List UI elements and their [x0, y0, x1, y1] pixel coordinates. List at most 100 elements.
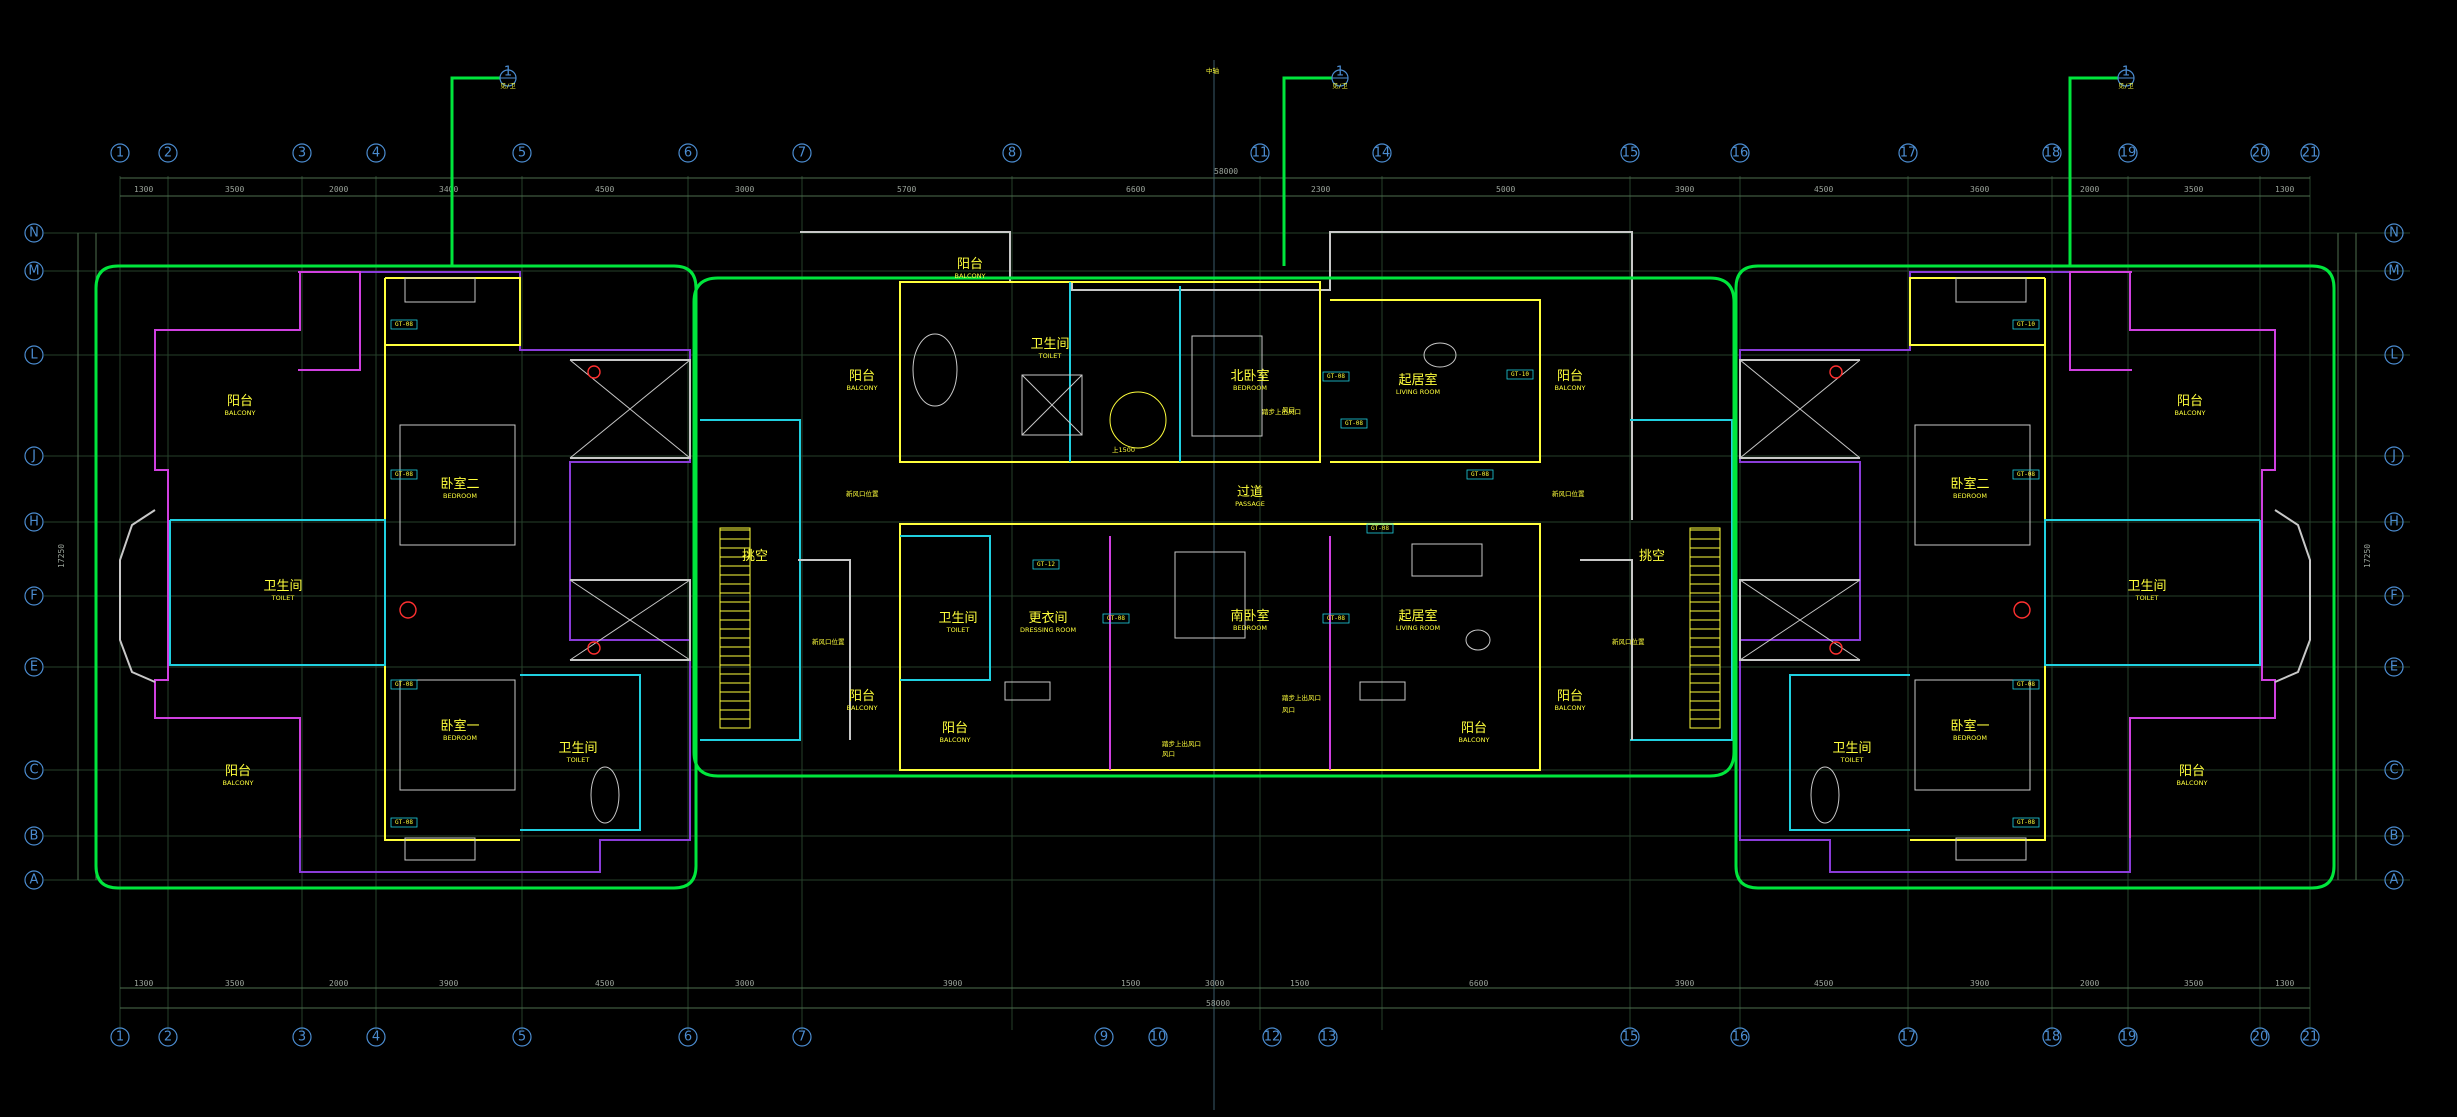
- callout-leader: [450, 76, 500, 266]
- tag-box: [1466, 469, 1494, 480]
- note-label: 风口: [1282, 406, 1295, 414]
- note-label: 新风口位置: [812, 637, 845, 646]
- desk: [404, 837, 476, 861]
- tag-label: GT-08: [395, 819, 413, 826]
- tag-box: [1366, 523, 1394, 534]
- grid-bubble-right: E: [2390, 660, 2398, 675]
- grid-bubble-top: 14: [1374, 146, 1391, 161]
- tag-label: GT-08: [395, 471, 413, 478]
- room-label-en: LIVING ROOM: [1396, 624, 1440, 632]
- callout-ref: 见/卫: [1332, 83, 1348, 90]
- note-label: 踏步上出风口: [1282, 693, 1321, 702]
- room-label-en: BALCONY: [222, 779, 253, 787]
- dimension-label: 3500: [225, 185, 244, 194]
- room-label: 卫生间: [558, 741, 597, 756]
- grid-bubble-top-circle: [512, 143, 532, 163]
- grid-bubble-top-circle: [2118, 143, 2138, 163]
- grid-bubble-top-circle: [110, 143, 130, 163]
- bathroom-2-wall: [520, 674, 641, 831]
- room-label-en: BEDROOM: [443, 492, 477, 500]
- grid-bubble-top-circle: [1898, 143, 1918, 163]
- dimension-label: 2000: [329, 979, 348, 988]
- grid-bubble-bottom: 2: [164, 1030, 172, 1045]
- room-label-en: BEDROOM: [1953, 734, 1987, 742]
- dimension-label: 1300: [2275, 979, 2294, 988]
- dimension-label: 3900: [439, 979, 458, 988]
- zone-outline-left: [94, 264, 698, 890]
- bathtub: [1810, 766, 1840, 824]
- grid-bubble-bottom-circle: [2300, 1027, 2320, 1047]
- grid-bubble-bottom-circle: [792, 1027, 812, 1047]
- spiral-stair: [1109, 391, 1167, 449]
- corridor-wall: [1910, 345, 2046, 841]
- dimension-label: 6600: [1469, 979, 1488, 988]
- shaft-cross: [1739, 359, 1861, 459]
- dimension-label: 3900: [943, 979, 962, 988]
- callout-ref: 见/卫: [2118, 83, 2134, 90]
- room-label-en: BALCONY: [939, 736, 970, 744]
- grid-bubble-top: 1: [116, 146, 124, 161]
- chair: [1465, 629, 1491, 651]
- callout-number: 1: [1336, 65, 1344, 80]
- south-rooms-wall: [899, 523, 1541, 771]
- north-balcony-outline: [800, 231, 1633, 520]
- grid-bubble-bottom-circle: [292, 1027, 312, 1047]
- tag-box: [2012, 319, 2040, 330]
- tags-layer: GT-08GT-08GT-08GT-08GT-08GT-08GT-10GT-12…: [390, 319, 2040, 828]
- grid-bubble-left-circle: [24, 870, 44, 890]
- grid-bubble-top: 16: [1732, 146, 1749, 161]
- room-label-en: LIVING ROOM: [1396, 388, 1440, 396]
- grid-bubble-top: 17: [1900, 146, 1917, 161]
- tag-box: [1340, 418, 1368, 429]
- room-label-en: TOILET: [1038, 352, 1062, 360]
- grid-bubble-top-circle: [2250, 143, 2270, 163]
- room-label: 起居室: [1398, 608, 1437, 624]
- grid-bubble-top-circle: [1730, 143, 1750, 163]
- room-label-en: BALCONY: [224, 409, 255, 417]
- grid-bubble-bottom: 12: [1264, 1030, 1281, 1045]
- stair-flight: [719, 527, 751, 729]
- grid-bubble-left-circle: [24, 586, 44, 606]
- grid-bubble-top: 7: [798, 146, 806, 161]
- grid-bubble-bottom: 6: [684, 1030, 692, 1045]
- room-label: 阳台: [1557, 689, 1583, 704]
- shaft-box: [1739, 359, 1860, 459]
- grid-bubble-left-circle: [24, 345, 44, 365]
- shaft-box: [570, 359, 691, 459]
- room-label-en: TOILET: [271, 594, 295, 602]
- room-label-en: BEDROOM: [1233, 624, 1267, 632]
- shaft-cross: [569, 359, 691, 459]
- furniture-layer: [912, 333, 1491, 701]
- grid-bubble-right: H: [2389, 515, 2399, 530]
- grid-bubble-left-circle: [24, 657, 44, 677]
- grid-bubble-top-circle: [678, 143, 698, 163]
- grid-bubble-bottom-circle: [1148, 1027, 1168, 1047]
- room-label: 卫生间: [1030, 337, 1069, 352]
- south-bath-wall: [900, 535, 991, 681]
- dimension-label: 3400: [439, 185, 458, 194]
- grid-bubble-top-circle: [2300, 143, 2320, 163]
- grid-bubble-left-circle: [24, 826, 44, 846]
- light-fixture: [1829, 641, 1843, 655]
- tag-label: GT-08: [395, 321, 413, 328]
- dimension-label: 1500: [1290, 979, 1309, 988]
- dimension-label: 1300: [134, 185, 153, 194]
- dimension-label: 4500: [595, 979, 614, 988]
- grid-bubble-top: 6: [684, 146, 692, 161]
- room-label: 卫生间: [1832, 741, 1871, 756]
- tag-label: GT-08: [1107, 615, 1125, 622]
- note-label: 新风口位置: [846, 489, 879, 498]
- bathroom-wall: [169, 519, 386, 666]
- dimension-label: 5700: [897, 185, 916, 194]
- room-label-en: BALCONY: [1554, 384, 1585, 392]
- tag-box: [1506, 369, 1534, 380]
- tag-label: GT-12: [1037, 561, 1055, 568]
- table: [1423, 342, 1457, 368]
- grid-bubble-bottom: 10: [1150, 1030, 1167, 1045]
- shaft-cross: [1739, 579, 1861, 661]
- dimension-label: 6600: [1126, 185, 1145, 194]
- tag-label: GT-08: [1327, 615, 1345, 622]
- grid-bubble-bottom: 19: [2120, 1030, 2137, 1045]
- grid-bubble-right: J: [2391, 449, 2396, 464]
